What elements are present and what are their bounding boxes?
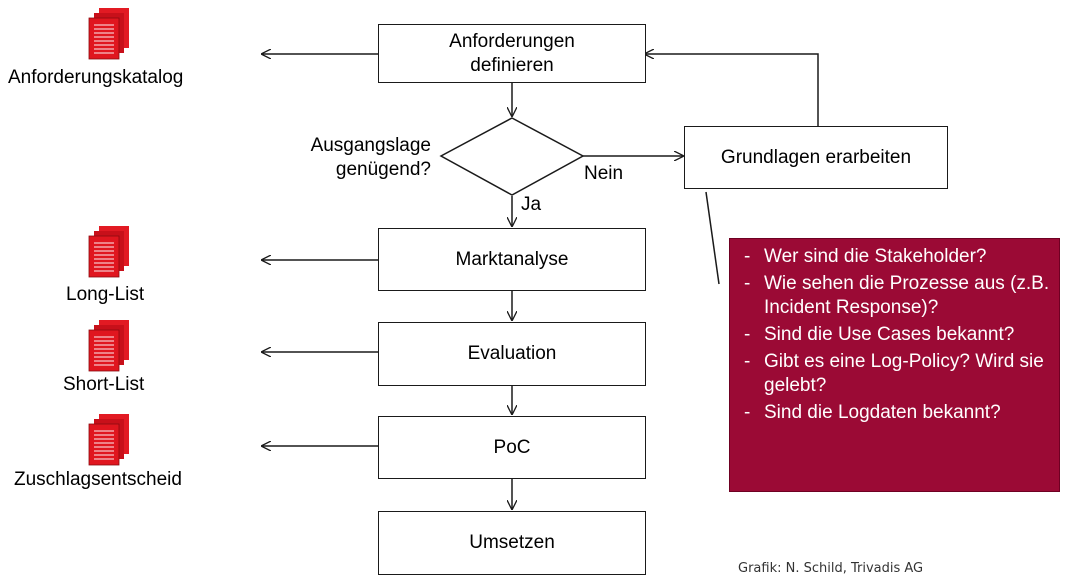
evaluation-box: Evaluation xyxy=(378,322,646,386)
callout-line xyxy=(705,191,720,285)
catalog-label: Anforderungskatalog xyxy=(8,67,184,88)
requirements-box: Anforderungen definieren xyxy=(378,24,646,83)
questions-list: Wer sind die Stakeholder? Wie sehen die … xyxy=(738,245,1051,425)
poc-box: PoC xyxy=(378,416,646,479)
long-list-label: Long-List xyxy=(66,284,145,305)
yes-label: Ja xyxy=(521,194,542,215)
question-item: Wie sehen die Prozesse aus (z.B. Inciden… xyxy=(738,272,1051,320)
no-label: Nein xyxy=(584,163,624,184)
short-list-label: Short-List xyxy=(63,374,145,395)
award-label: Zuschlagsentscheid xyxy=(14,469,182,490)
requirements-label: Anforderungen definieren xyxy=(449,30,575,76)
question-item: Sind die Use Cases bekannt? xyxy=(738,323,1051,347)
implement-box: Umsetzen xyxy=(378,511,646,575)
question-item: Sind die Logdaten bekannt? xyxy=(738,401,1051,425)
decision-question: Ausgangslage genügend? xyxy=(310,135,431,180)
market-analysis-label: Marktanalyse xyxy=(455,248,569,270)
market-analysis-box: Marktanalyse xyxy=(378,228,646,291)
questions-note: Wer sind die Stakeholder? Wie sehen die … xyxy=(729,238,1060,492)
question-item: Gibt es eine Log-Policy? Wird sie gelebt… xyxy=(738,350,1051,398)
basics-box: Grundlagen erarbeiten xyxy=(684,126,948,189)
evaluation-label: Evaluation xyxy=(467,343,557,364)
document-icon xyxy=(88,8,129,60)
document-icon xyxy=(88,226,129,278)
basics-label: Grundlagen erarbeiten xyxy=(720,146,912,168)
poc-label: PoC xyxy=(493,436,531,458)
image-credit: Grafik: N. Schild, Trivadis AG xyxy=(738,561,924,576)
document-icon xyxy=(88,414,129,466)
question-item: Wer sind die Stakeholder? xyxy=(738,245,1051,269)
document-icon xyxy=(88,320,129,372)
implement-label: Umsetzen xyxy=(469,532,555,553)
decision-diamond xyxy=(439,117,585,196)
arrow-basics-to-requirements xyxy=(645,54,819,126)
